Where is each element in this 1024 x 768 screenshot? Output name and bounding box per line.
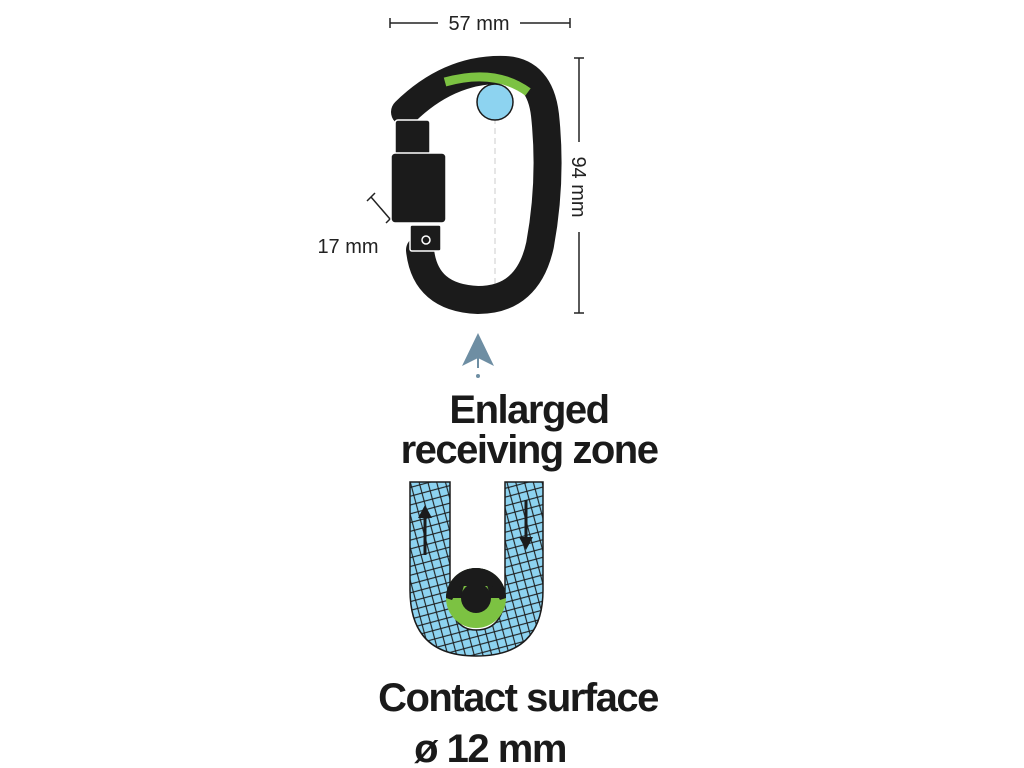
height-label: 94 mm [567, 156, 589, 217]
gate-label: 17 mm [317, 236, 378, 258]
rope-icon [409, 481, 544, 657]
caption-enlarged: Enlarged [449, 388, 608, 432]
carabiner-cross-section-icon [446, 568, 506, 628]
gate-dimension: 17 mm [317, 192, 395, 258]
width-label: 57 mm [448, 13, 509, 35]
caption-diameter: ø 12 mm [414, 727, 566, 768]
arrow-down-small-icon [519, 500, 533, 550]
arrow-up-small-icon [418, 505, 432, 555]
blue-circle [476, 83, 514, 121]
height-dimension: 94 mm [567, 57, 589, 314]
width-dimension: 57 mm [389, 13, 571, 35]
arrow-up-icon [462, 333, 494, 378]
caption-receiving-zone: receiving zone [401, 428, 658, 472]
green-arc [443, 72, 531, 96]
caption-contact-surface: Contact surface [378, 676, 658, 720]
carabiner-icon [390, 55, 562, 315]
